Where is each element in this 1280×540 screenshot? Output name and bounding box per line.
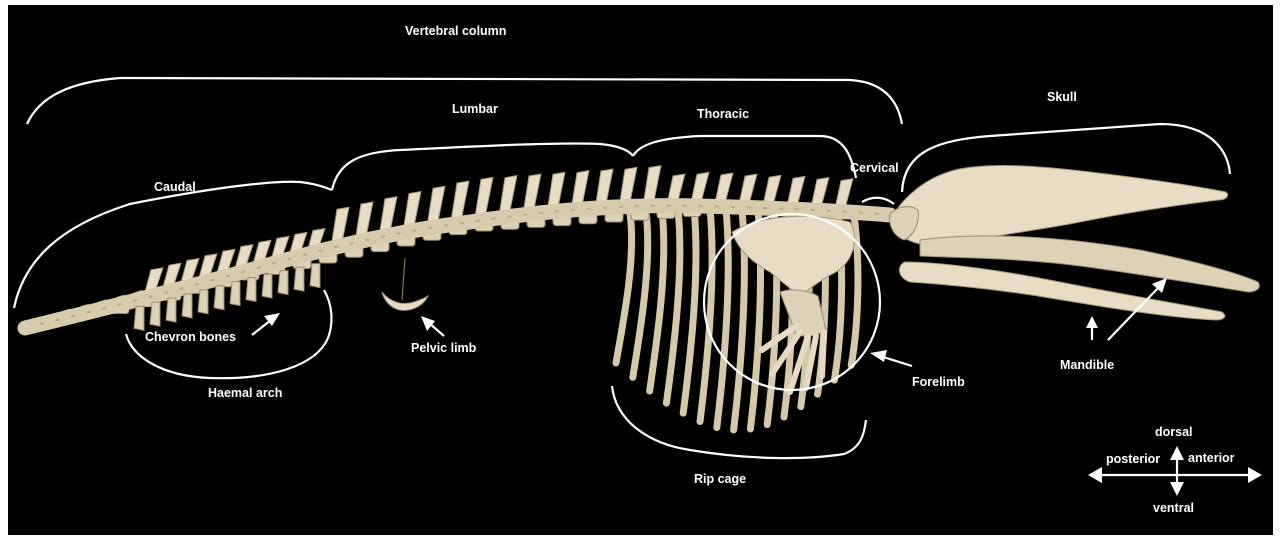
label-caudal: Caudal <box>154 180 196 194</box>
rib-bone <box>650 211 664 391</box>
arrow-mandible-up <box>1086 316 1098 340</box>
compass-label-ventral: ventral <box>1153 501 1194 515</box>
compass-label-dorsal: dorsal <box>1155 425 1193 439</box>
annotation-brackets <box>14 78 1230 458</box>
label-pelvic-limb: Pelvic limb <box>411 341 476 355</box>
neural-spine <box>739 174 757 204</box>
compass-label-posterior: posterior <box>1106 452 1160 466</box>
label-mandible: Mandible <box>1060 358 1114 372</box>
chevron-bone <box>182 294 192 318</box>
rib-bone <box>666 210 679 404</box>
compass-label-anterior: anterior <box>1188 451 1235 465</box>
label-forelimb: Forelimb <box>912 375 965 389</box>
chevron-bone <box>198 290 208 314</box>
chevron-bone <box>262 274 272 298</box>
bracket-vertebral-column <box>27 78 902 124</box>
chevron-bone <box>214 286 224 310</box>
label-cervical: Cervical <box>850 161 899 175</box>
compass-arrow-posterior <box>1088 467 1102 483</box>
compass-arrow-ventral <box>1170 482 1184 496</box>
neural-spine <box>715 173 733 203</box>
chevron-bone <box>134 306 144 330</box>
chevron-bone <box>310 264 320 288</box>
arrow-chevron-bones <box>252 313 280 335</box>
chevron-bone <box>230 282 240 306</box>
chevron-bone <box>294 267 304 291</box>
bracket-thoracic <box>633 136 856 178</box>
skull-bone <box>893 166 1228 246</box>
scapula-bone <box>732 216 854 296</box>
flipper-digit <box>822 332 824 376</box>
label-thoracic: Thoracic <box>697 107 749 121</box>
label-vertebral-column: Vertebral column <box>405 24 506 38</box>
chevron-bone <box>246 278 256 302</box>
pelvic-bone <box>382 292 428 310</box>
label-chevron-bones: Chevron bones <box>145 330 236 344</box>
label-lumbar: Lumbar <box>452 102 498 116</box>
arrow-forelimb <box>870 350 912 366</box>
arrow-pelvic-limb <box>421 316 444 336</box>
chevron-bone <box>278 271 288 295</box>
neural-spine <box>691 172 709 202</box>
chevron-bone <box>166 298 176 322</box>
compass-arrow-dorsal <box>1170 446 1184 460</box>
rib-bone <box>683 208 696 413</box>
compass-arrow-anterior <box>1248 467 1262 483</box>
pelvic-wire <box>402 258 405 300</box>
label-rib-cage: Rip cage <box>694 472 746 486</box>
rib-bone <box>616 213 632 363</box>
neural-spine <box>475 177 493 217</box>
label-skull: Skull <box>1047 90 1077 104</box>
bracket-cervical <box>862 198 894 204</box>
chevron-bone <box>150 302 160 326</box>
label-haemal-arch: Haemal arch <box>208 386 282 400</box>
